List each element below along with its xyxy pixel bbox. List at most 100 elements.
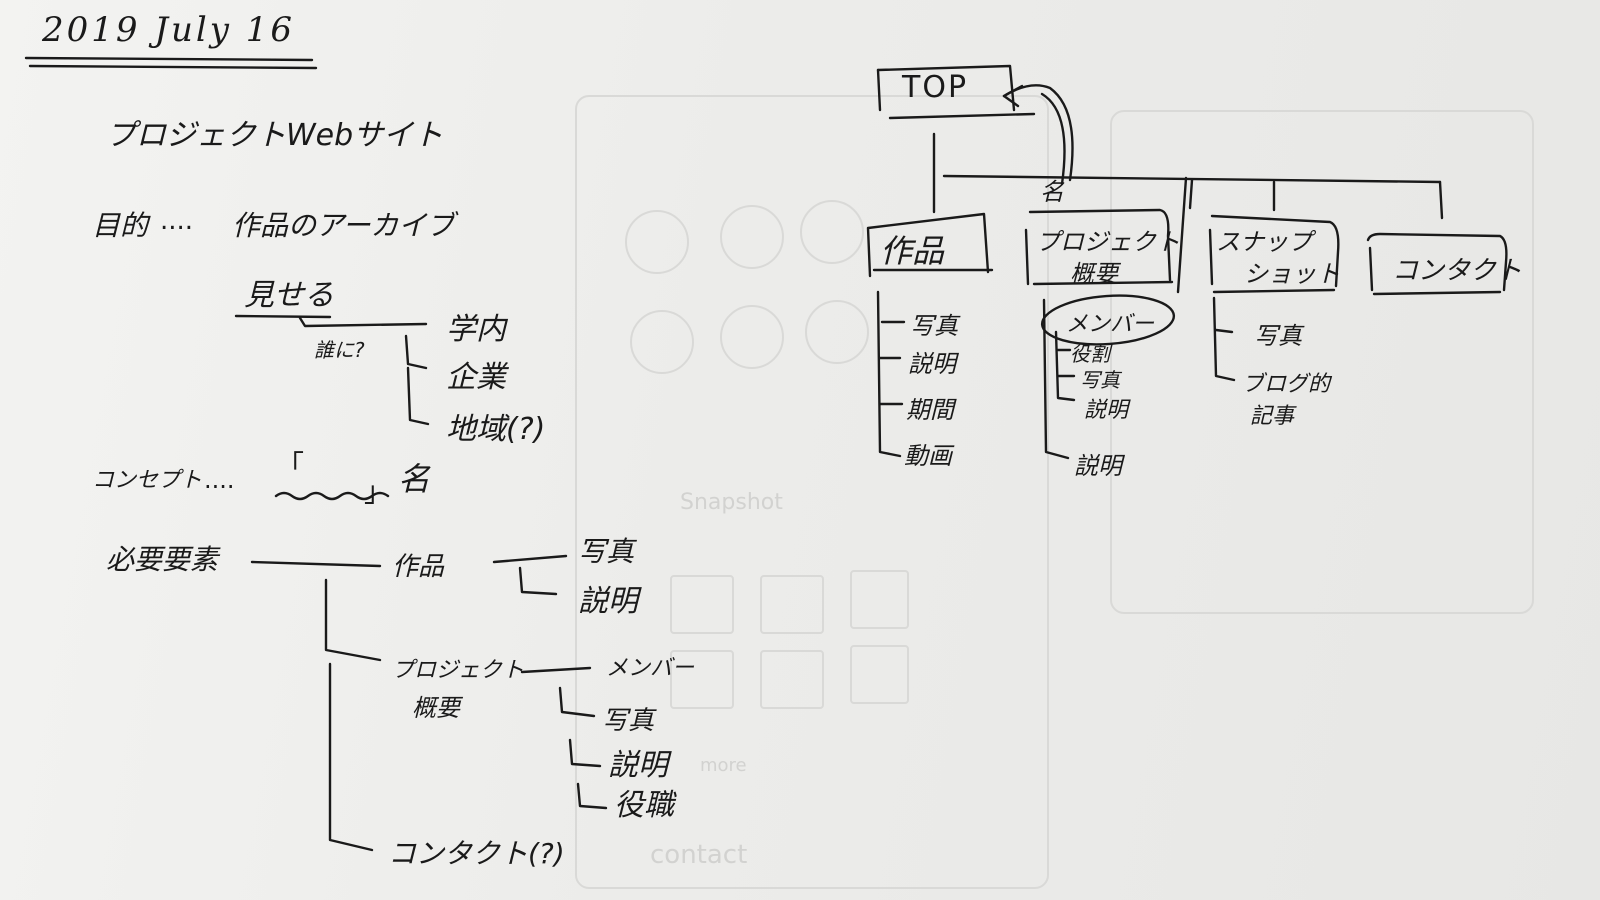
sitemap-snapshot-child: ブログ的 [1242,372,1331,397]
contact-box [1366,232,1508,296]
sitemap-project-line2: 概要 [1070,260,1118,288]
sitemap-project-line1: プロジェクト [1036,228,1180,256]
works-children-line [878,320,906,406]
target-item: 学内 [446,312,506,347]
elements-project-line2: 概要 [412,694,460,722]
sitemap-member-child: 役割 [1070,342,1110,366]
member-ellipse [1040,294,1176,346]
ghost-circle [630,310,694,374]
ghost-image-box [850,570,909,629]
elements-works-child: 写真 [578,535,635,568]
ghost-frame-right [1110,110,1534,614]
elements-contact: コンタクト(?) [388,837,565,870]
elements-connector [328,662,374,852]
ghost-label: more [700,755,747,776]
date-underline [28,64,318,70]
top-box [876,64,1016,112]
target-item: 地域(?) [446,412,546,447]
show-label: 見せる [244,278,334,313]
elements-project-member: メンバー [606,656,695,681]
sitemap-member-child: 写真 [1080,368,1120,392]
sitemap-snapshot-child: 記事 [1250,404,1295,429]
ghost-circle [805,300,869,364]
ghost-image-box [760,575,824,634]
project-connector [576,782,608,810]
sitemap-snapshot-line2: ショット [1244,260,1340,288]
member-children-line [1056,348,1076,378]
sitemap-member: メンバー [1066,312,1155,337]
elements-project-line1: プロジェクト [392,658,525,683]
show-underline [234,314,332,319]
works-connector [518,566,558,596]
member-children-line [1054,330,1076,402]
project-connector [568,738,602,768]
ghost-circle [720,205,784,269]
ghost-label: contact [650,840,748,870]
sitemap-drop [1438,180,1444,220]
elements-works-child: 説明 [578,584,638,619]
purpose-dots: .... [160,206,194,236]
sitemap-top: TOP [902,70,969,105]
sitemap-works-child: 動画 [904,442,952,470]
concept-dots: .... [204,466,235,494]
ghost-image-box [670,650,734,709]
sitemap-works: 作品 [880,232,945,270]
member-link [1176,176,1188,294]
sitemap-contact: コンタクト [1392,256,1523,286]
snapshot-box [1208,214,1340,294]
ghost-image-box [850,645,909,704]
sitemap-works-child: 期間 [906,396,954,424]
works-children-line [876,290,902,458]
target-item: 企業 [446,360,506,395]
top-box [888,112,1036,120]
sitemap-drop [1188,178,1194,210]
sitemap-snapshot-line1: スナップ [1216,228,1312,256]
elements-connector [250,560,382,568]
concept-suffix: 名 [398,460,431,498]
sitemap-works-child: 写真 [910,312,958,340]
who-label: 誰に? [314,338,365,362]
ghost-circle [720,305,784,369]
project-connector [520,666,592,674]
page-title: プロジェクトWebサイト [106,118,444,153]
elements-project-child: 説明 [608,748,668,783]
ghost-image-box [670,575,734,634]
sitemap-member-child: 説明 [1084,398,1129,423]
concept-squiggle [274,491,390,501]
sitemap-works-child: 説明 [908,350,956,378]
works-box [866,212,994,278]
purpose-label: 目的 [92,209,149,242]
project-children-line [1042,298,1070,460]
target-connector [406,366,430,426]
elements-project-child: 役職 [614,788,674,823]
back-arrow-head [1002,84,1024,108]
snapshot-children-line [1212,296,1236,382]
elements-project-child: 写真 [602,706,655,736]
works-connector [492,554,568,564]
target-connector [404,334,428,370]
date-heading: 2019 July 16 [42,10,296,50]
ghost-circle [800,200,864,264]
ghost-image-box [760,650,824,709]
elements-connector [324,578,382,662]
sitemap-project-extra: 説明 [1074,452,1122,480]
project-box [1024,208,1174,286]
back-arrow [1040,92,1066,186]
target-connector [298,316,428,328]
concept-label: コンセプト [92,468,203,493]
concept-close-bracket: 」 [364,475,393,508]
back-arrow [1002,84,1074,182]
project-connector [558,686,596,718]
ghost-label: Snapshot [680,490,783,515]
purpose-value: 作品のアーカイブ [232,209,455,242]
sitemap-back-mark: 名 [1040,178,1064,206]
date-underline [24,56,314,62]
elements-label: 必要要素 [106,543,219,576]
sitemap-snapshot-child: 写真 [1254,322,1302,350]
snapshot-children-line [1214,328,1234,334]
elements-works: 作品 [392,552,445,582]
ghost-frame [575,95,1049,889]
ghost-circle [625,210,689,274]
concept-open-bracket: 「 [276,449,305,482]
